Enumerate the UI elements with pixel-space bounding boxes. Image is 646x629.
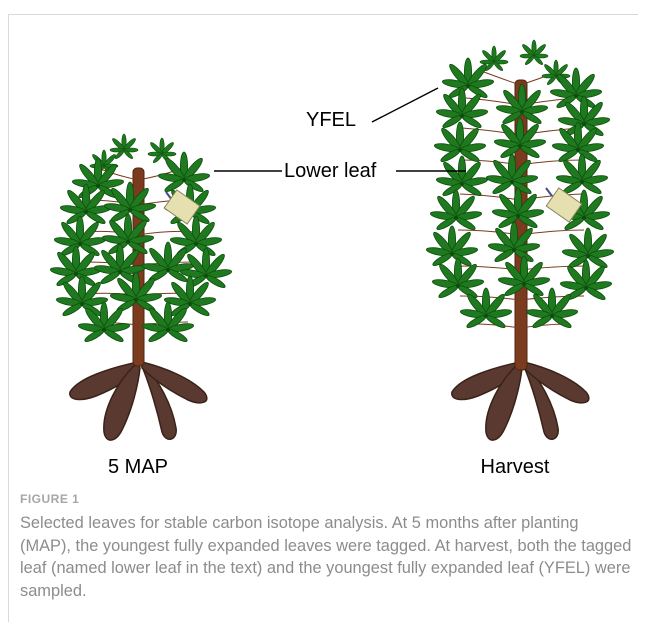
plant-label-harvest: Harvest	[481, 456, 550, 478]
yfel-pointer-line	[372, 88, 438, 122]
roots-harvest	[452, 362, 589, 440]
plant-harvest	[426, 40, 614, 440]
plant-5map	[50, 134, 232, 440]
plant-label-5map: 5 MAP	[108, 456, 168, 478]
figure-caption: Selected leaves for stable carbon isotop…	[20, 512, 632, 602]
roots-5map	[70, 362, 207, 440]
lower-leaf-label: Lower leaf	[284, 160, 377, 182]
figure-illustration: YFEL Lower leaf 5 MAP Harvest	[0, 0, 646, 480]
figure-label: FIGURE 1	[20, 492, 79, 506]
yfel-label: YFEL	[306, 109, 356, 131]
